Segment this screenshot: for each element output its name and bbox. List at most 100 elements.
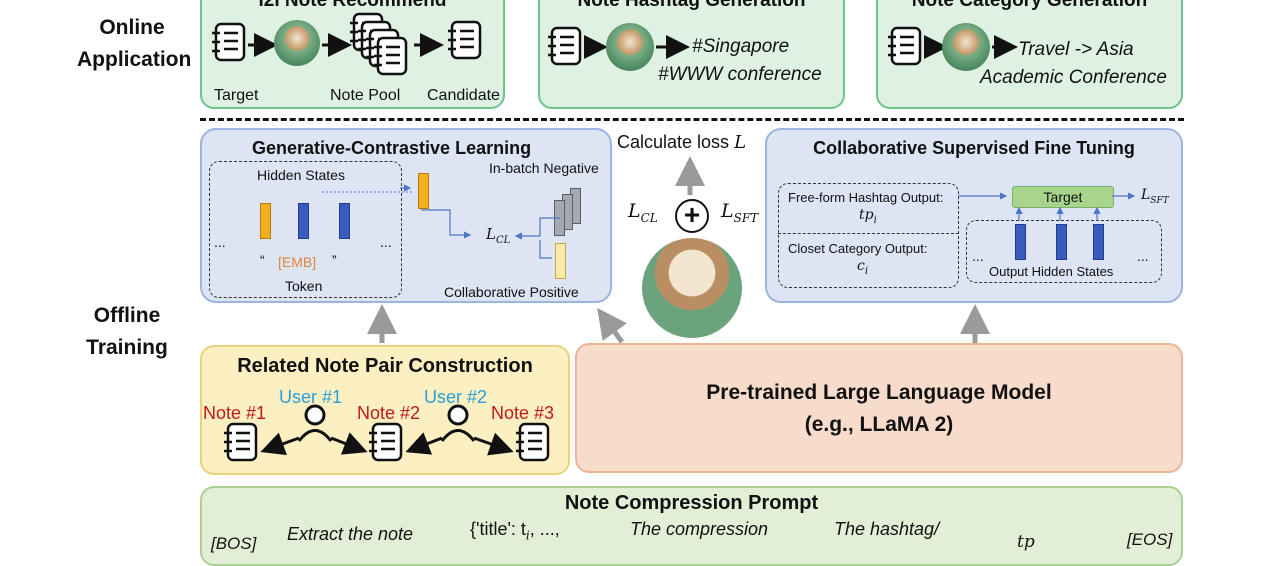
collaborative-sft-box: Collaborative Supervised Fine Tuning Fre… [765,128,1183,303]
note-3-label: Note #3 [491,403,555,423]
prompt-extract: Extract the note [287,524,414,544]
arrow-icon [473,432,514,456]
prompt-dict-text: {'title': t [470,519,526,539]
output-hidden-bar-2 [1056,224,1067,260]
llm-line-1: Pre-trained Large Language Model [706,381,1052,404]
output-hidden-bar-3 [1093,224,1104,260]
hashtag-title: Note Hashtag Generation [577,0,806,11]
separator-line [200,118,1184,121]
hidden-bar-2 [298,203,309,239]
user-icon [297,404,333,442]
llama-avatar-icon [274,20,320,66]
calculate-loss-symbol: L [734,132,747,153]
center-lcl: LCL [628,200,658,225]
note-icon [514,422,550,462]
hashtag-output-1: #Singapore [692,36,790,57]
csft-lsft-symbol: L [1141,187,1151,203]
emb-hidden-bar [260,203,271,239]
calculate-loss-label: Calculate loss L [617,132,746,153]
gcl-ellipsis-left: ... [214,234,226,250]
emb-token: [EMB] [278,254,317,270]
tp-label: tpi [859,207,877,226]
note-icon [372,36,408,76]
plus-circle-icon: + [675,199,709,233]
emb-output-bar [418,173,429,209]
note-icon [446,20,482,60]
prompt-dict-sub: i [525,528,530,543]
center-lsft-symbol: L [721,200,734,222]
category-title: Note Category Generation [911,0,1148,11]
prompt-compression: The compression [630,519,769,539]
user-2-label: User #2 [424,387,488,407]
emb-to-lcl-arrow [421,209,472,239]
arrow-icon [260,432,300,456]
center-lsft: LSFT [721,200,758,225]
hidden-states-panel [209,161,402,298]
gcl-lcl-label: LCL [486,225,510,246]
i2i-note-pool-label: Note Pool [330,87,401,104]
note-icon [210,22,246,62]
plus-symbol: + [683,199,701,230]
arrow-icon [405,432,443,455]
i2i-candidate-label: Candidate [427,87,500,104]
csft-lsft-label: LSFT [1141,187,1169,206]
target-text: Target [1043,189,1083,205]
prompt-dict-tail: , ..., [529,519,560,539]
tp-symbol: tp [859,207,874,223]
category-output-label: Closet Category Output: [788,241,928,256]
c-sub: i [864,265,869,277]
note-2-label: Note #2 [357,403,421,423]
generative-contrastive-learning-box: Generative-Contrastive Learning Hidden S… [200,128,612,303]
output-hidden-bar-1 [1015,224,1026,260]
i2i-target-label: Target [214,87,259,104]
pretrained-llm-box: Pre-trained Large Language Model (e.g., … [575,343,1183,473]
llm-line-2: (e.g., LLaMA 2) [804,413,954,436]
llama-avatar-icon [606,23,654,71]
gcl-title: Generative-Contrastive Learning [252,138,532,158]
note-icon [222,422,258,462]
hashtag-output-2: #WWW conference [658,64,822,85]
collaborative-positive-label: Collaborative Positive [444,284,579,300]
llm-to-gcl-arrow [597,307,627,344]
csft-ellipsis-left: ... [972,248,984,264]
online-application-label: Online Application [52,12,212,76]
user-1-label: User #1 [279,387,343,407]
hashtag-output-label: Free-form Hashtag Output: [788,190,944,205]
rnpc-title: Related Note Pair Construction [237,355,533,377]
output-divider [778,233,959,234]
tp-sub: i [873,214,877,226]
i2i-title: I2I Note Recommend [258,0,447,11]
diagram-overlay [210,12,1136,462]
note-icon [886,26,922,66]
category-output-2: Academic Conference [980,67,1167,88]
prompt-title: Note Compression Prompt [564,492,819,514]
note-icon [367,422,403,462]
offline-training-text: Offline Training [86,304,168,359]
online-application-text: Online Application [77,16,192,71]
llama-avatar-icon [942,23,990,71]
llama-avatar-icon [642,238,742,338]
positive-bar [555,243,566,279]
output-panel [778,183,959,288]
offline-training-label: Offline Training [62,300,192,364]
note-1-label: Note #1 [203,403,267,423]
center-lcl-symbol: L [628,200,641,222]
csft-title: Collaborative Supervised Fine Tuning [813,138,1135,158]
note-icon [546,26,582,66]
prompt-dict: {'title': ti, ..., [470,519,560,543]
token-close-quote: ” [332,252,337,268]
token-open-quote: “ [260,252,265,268]
in-batch-negative-label: In-batch Negative [489,160,599,176]
gcl-lcl-sub: CL [495,235,511,246]
token-label: Token [285,278,323,294]
c-symbol: c [857,258,865,274]
c-label: ci [857,258,868,277]
arrow-icon [330,432,368,455]
calculate-loss-text: Calculate loss [617,132,730,152]
output-hidden-panel [966,220,1162,283]
negative-to-lcl-arrow [514,217,560,240]
csft-ellipsis-right: ... [1137,248,1149,264]
gcl-ellipsis-right: ... [380,234,392,250]
hidden-states-label: Hidden States [257,167,345,183]
hidden-bar-3 [339,203,350,239]
